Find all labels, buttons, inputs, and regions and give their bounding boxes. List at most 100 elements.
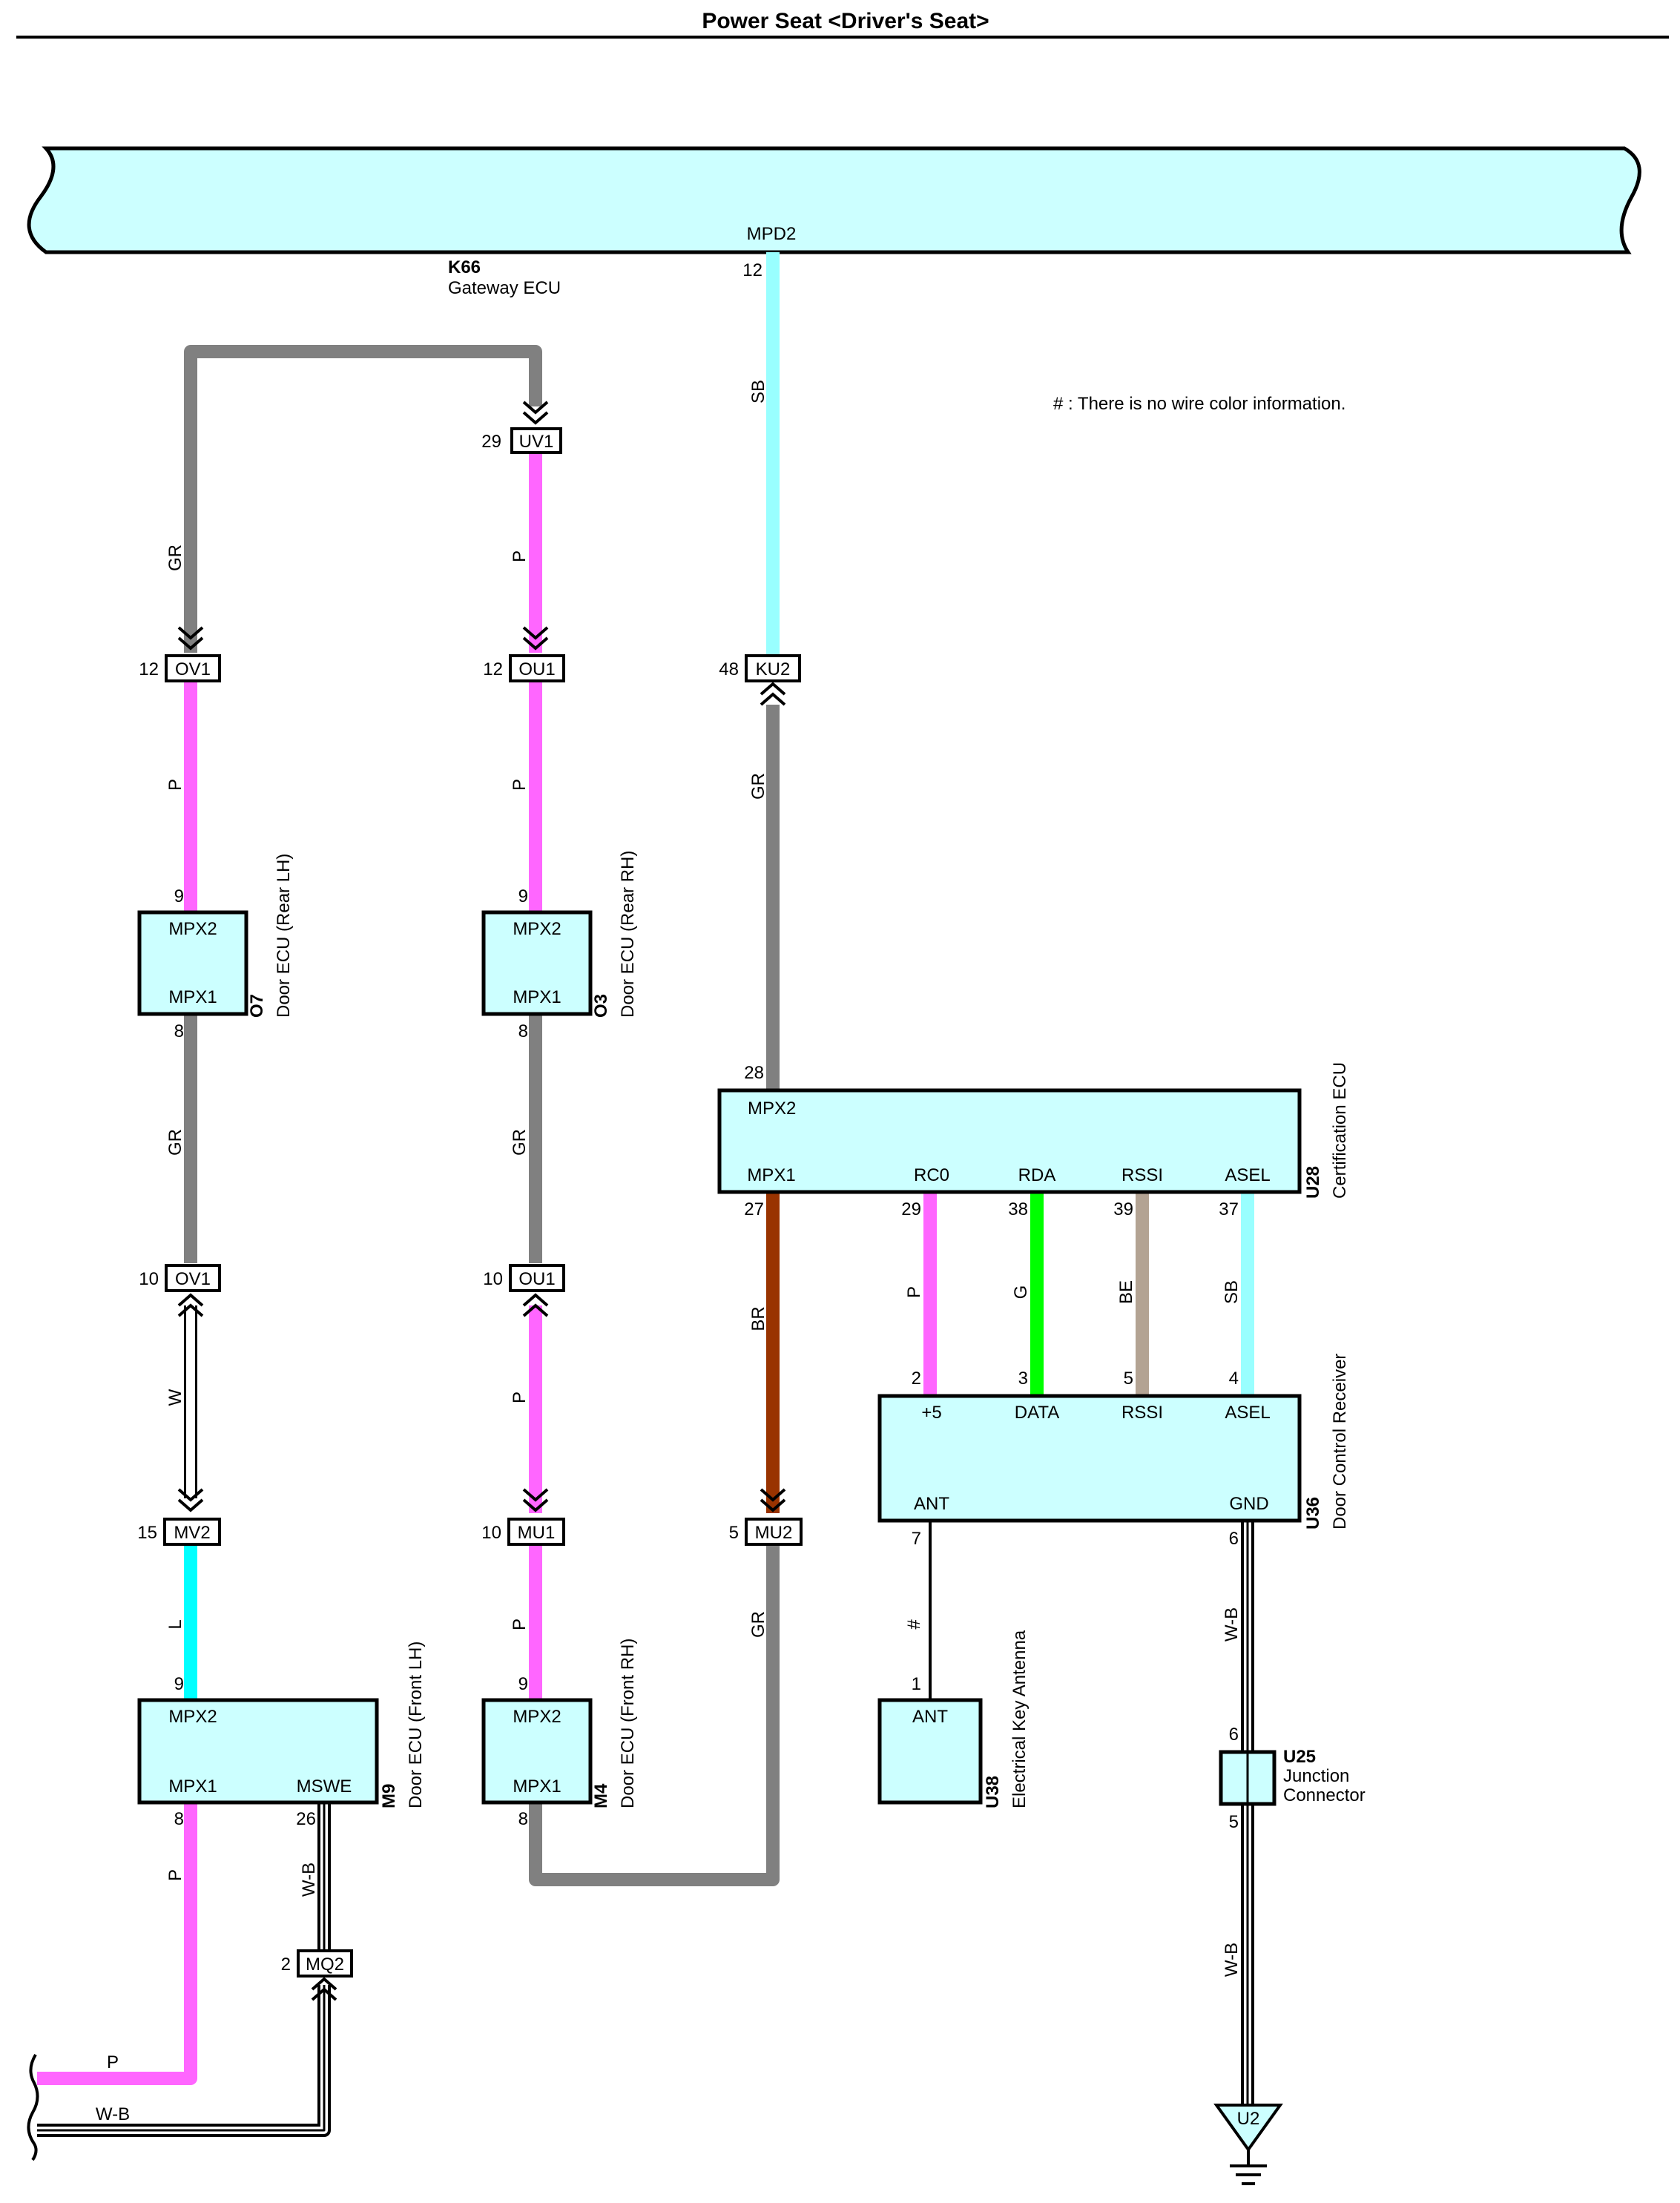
svg-text:MU1: MU1: [518, 1523, 556, 1543]
chevron-down-icon: [760, 1488, 786, 1512]
chevron-up-icon: [311, 1977, 337, 2001]
wire-label-p-u28-u36: P: [904, 1286, 924, 1298]
chevron-up-icon: [522, 1293, 549, 1317]
svg-text:10: 10: [483, 1269, 503, 1289]
wire-label-l-mv2-m9: L: [165, 1619, 185, 1629]
wire-label-wb-bottom: W-B: [96, 2104, 130, 2124]
pin-m4-9: 9: [518, 1674, 528, 1694]
svg-text:MPX2: MPX2: [168, 919, 217, 939]
pin-u28-29: 29: [901, 1199, 921, 1219]
ground-triangle-icon: [1213, 2104, 1283, 2153]
svg-text:M9: M9: [379, 1784, 399, 1808]
pin-u36-4: 4: [1229, 1369, 1239, 1389]
svg-text:O3: O3: [591, 994, 611, 1018]
pin-u25-5: 5: [1229, 1812, 1239, 1832]
svg-text:MSWE: MSWE: [297, 1776, 352, 1797]
pin-m9-9: 9: [174, 1674, 184, 1694]
svg-text:MU2: MU2: [755, 1523, 793, 1543]
wire-label-gr-o7-ov1: GR: [165, 1129, 185, 1156]
chevron-up-icon: [760, 682, 786, 706]
svg-text:Door ECU (Rear LH): Door ECU (Rear LH): [274, 854, 294, 1018]
svg-text:U2: U2: [1237, 2109, 1260, 2129]
wire-wb-bottom: [37, 1985, 328, 2134]
pin-m9-8: 8: [174, 1809, 184, 1829]
svg-text:MPX2: MPX2: [168, 1707, 217, 1727]
svg-text:Certification ECU: Certification ECU: [1330, 1062, 1350, 1199]
svg-text:Door ECU (Rear RH): Door ECU (Rear RH): [618, 851, 638, 1018]
pin-o3-8: 8: [518, 1021, 528, 1041]
wire-label-sb-u28-u36: SB: [1222, 1280, 1242, 1304]
svg-text:OV1: OV1: [175, 659, 211, 679]
svg-text:U38: U38: [983, 1776, 1003, 1808]
svg-text:RC0: RC0: [914, 1165, 949, 1185]
connector-mu2: MU2 5: [729, 1488, 803, 1546]
wire-gr-mu2-m4: [529, 1545, 780, 1886]
gateway-ecu-id: K66: [448, 257, 481, 277]
svg-text:MPX2: MPX2: [748, 1099, 796, 1119]
svg-text:MPX2: MPX2: [513, 919, 561, 939]
component-m9: MPX2 MPX1 MSWE M9 Door ECU (Front LH): [137, 1641, 426, 1808]
wire-label-gr-left-top: GR: [165, 544, 185, 571]
wire-label-wb-m9-mq2: W-B: [299, 1863, 319, 1897]
svg-text:Door Control Receiver: Door Control Receiver: [1330, 1354, 1350, 1529]
wire-label-hash-u36-u38: #: [904, 1619, 924, 1630]
chevron-down-icon: [177, 1488, 204, 1512]
svg-text:15: 15: [137, 1523, 157, 1543]
connector-mq2: MQ2 2: [281, 1949, 353, 2001]
pin-u28-38: 38: [1008, 1199, 1028, 1219]
wire-label-p-ou1-mu1: P: [510, 1392, 530, 1403]
svg-text:5: 5: [729, 1523, 739, 1543]
wire-label-br-u28-mu2: BR: [748, 1306, 768, 1331]
component-u36: +5 DATA RSSI ASEL ANT GND U36 Door Contr…: [877, 1354, 1350, 1529]
component-o7: MPX2 MPX1 O7 Door ECU (Rear LH): [137, 854, 294, 1018]
chevron-down-icon: [177, 626, 204, 651]
svg-text:OV1: OV1: [175, 1269, 211, 1289]
wire-label-g-u28-u36: G: [1011, 1285, 1031, 1300]
svg-text:U25: U25: [1283, 1747, 1316, 1767]
pin-o7-9: 9: [174, 886, 184, 906]
svg-text:MV2: MV2: [174, 1523, 210, 1543]
wire-label-wb-u25-u2: W-B: [1222, 1943, 1242, 1977]
ground-u2: U2: [1213, 2104, 1283, 2185]
svg-text:MPX1: MPX1: [747, 1165, 795, 1185]
wire-label-sb-k66: SB: [748, 380, 768, 404]
svg-text:10: 10: [139, 1269, 159, 1289]
svg-text:2: 2: [281, 1955, 291, 1975]
svg-text:OU1: OU1: [518, 1269, 555, 1289]
wire-label-p-ou1-o3: P: [510, 779, 530, 791]
pin-u36-6: 6: [1229, 1529, 1239, 1549]
svg-text:MPX1: MPX1: [168, 987, 217, 1007]
pin-u36-3: 3: [1018, 1369, 1028, 1389]
pin-o7-8: 8: [174, 1021, 184, 1041]
chevron-down-icon: [522, 626, 549, 651]
component-o3: MPX2 MPX1 O3 Door ECU (Rear RH): [481, 851, 638, 1018]
connector-ov1-upper: OV1 12: [139, 626, 221, 682]
connector-uv1: UV1 29: [481, 401, 562, 454]
pin-u36-5: 5: [1124, 1369, 1133, 1389]
svg-text:12: 12: [483, 659, 503, 679]
svg-text:RSSI: RSSI: [1121, 1165, 1163, 1185]
wire-label-p-uv1-ou1: P: [510, 550, 530, 562]
svg-text:MPX1: MPX1: [168, 1776, 217, 1797]
gateway-ecu-name: Gateway ECU: [448, 278, 561, 298]
wire-label-gr-mu2-m4: GR: [748, 1611, 768, 1638]
svg-text:Junction: Junction: [1283, 1766, 1349, 1786]
svg-text:12: 12: [139, 659, 159, 679]
svg-text:29: 29: [481, 432, 501, 452]
wire-color-note: # : There is no wire color information.: [1053, 394, 1345, 414]
gateway-ecu-bus: [27, 146, 1641, 254]
svg-text:Connector: Connector: [1283, 1785, 1366, 1805]
svg-text:10: 10: [481, 1523, 501, 1543]
pin-u28-27: 27: [744, 1199, 764, 1219]
svg-text:MPX1: MPX1: [513, 1776, 561, 1797]
svg-text:Door ECU (Front LH): Door ECU (Front LH): [406, 1641, 426, 1808]
svg-text:OU1: OU1: [518, 659, 555, 679]
svg-text:48: 48: [719, 659, 739, 679]
svg-text:KU2: KU2: [756, 659, 791, 679]
connector-ov1-lower: OV1 10: [139, 1264, 221, 1317]
connector-mv2: MV2 15: [137, 1488, 221, 1546]
wire-label-p-bottom: P: [107, 2052, 119, 2072]
connector-ou1-upper: OU1 12: [483, 626, 565, 682]
chevron-up-icon: [177, 1293, 204, 1317]
pin-o3-9: 9: [518, 886, 528, 906]
